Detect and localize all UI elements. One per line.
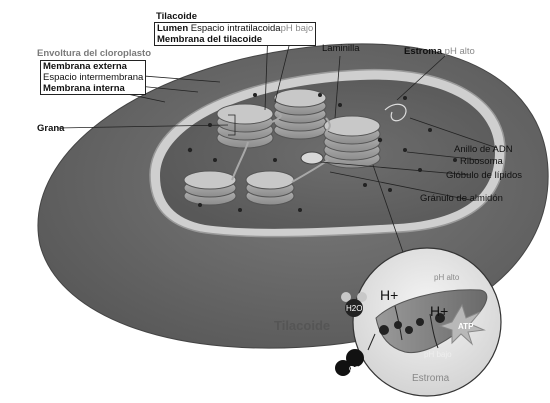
lumen-label: Lumen (157, 23, 188, 34)
inset-thylakoid-label: Tilacoide (274, 319, 330, 333)
starch-granule-shape (301, 152, 323, 164)
inset-h-plus-2: H+ (430, 304, 448, 319)
outer-membrane-label: Membrana externa (43, 61, 143, 72)
inner-membrane-label: Membrana interna (43, 83, 143, 94)
envelope-header: Envoltura del cloroplasto (37, 48, 151, 59)
thylakoid-membrane-label: Membrana del tilacoide (157, 34, 313, 45)
lamella-label: Laminilla (322, 43, 360, 54)
inset-oxygen-label: O2 (349, 363, 359, 374)
thylakoid-header: Tilacoide (156, 11, 197, 22)
inset-atp-label: ATP (458, 321, 473, 332)
envelope-label-box: Membrana externa Espacio intermembrana M… (40, 60, 146, 95)
grana-stack-lower-center (246, 171, 294, 205)
inset-water-label: H2O (346, 303, 362, 314)
inset-ph-high: pH alto (434, 272, 459, 283)
grana-stack-lower-left (184, 171, 236, 205)
dna-ring-label: Anillo de ADN (454, 144, 513, 155)
stroma-label-group: Estroma pH alto (404, 46, 475, 57)
intermembrane-space-label: Espacio intermembrana (43, 72, 143, 83)
grana-stack-right (324, 116, 380, 168)
inset-h-plus-1: H+ (380, 288, 398, 303)
thylakoid-label-box: Lumen Espacio intratilacoidapH bajo Memb… (154, 22, 316, 46)
inset-ph-low: pH bajo (424, 349, 452, 360)
lumen-ph: pH bajo (281, 23, 314, 34)
grana-label: Grana (37, 123, 64, 134)
ribosome-label: Ribosoma (460, 156, 503, 167)
lumen-description: Espacio intratilacoida (191, 23, 281, 34)
lipid-globule-label: Glóbulo de lípidos (446, 170, 522, 181)
starch-granule-label: Gránulo de almidón (420, 193, 503, 204)
grana-stack-left (217, 104, 273, 148)
grana-stack-center (274, 89, 326, 139)
stroma-label: Estroma (404, 46, 442, 57)
stroma-ph: pH alto (445, 46, 475, 57)
inset-stroma-label: Estroma (412, 373, 449, 384)
